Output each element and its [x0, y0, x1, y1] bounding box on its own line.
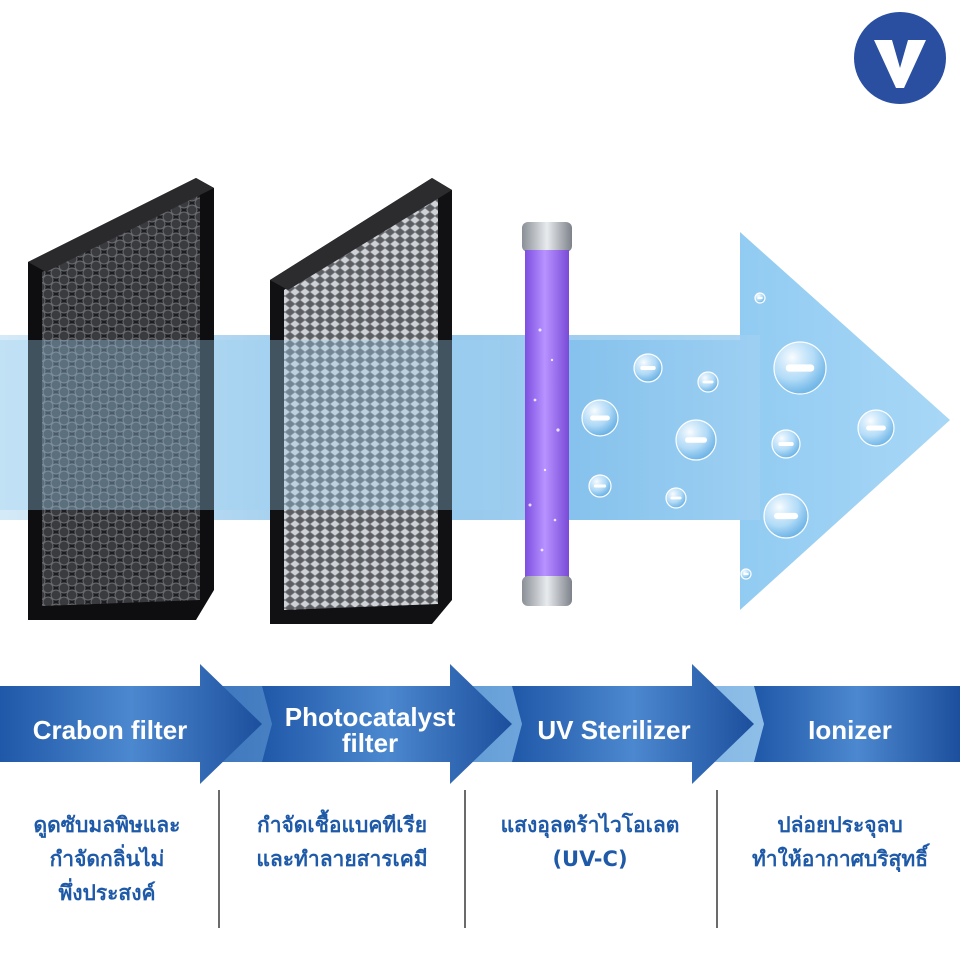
minus-icon: [685, 437, 707, 443]
divider-3: [716, 790, 718, 928]
ion-bubble: [763, 493, 809, 539]
ion-bubble: [754, 292, 766, 304]
negative-ions: [581, 292, 895, 580]
stage-label-ionizer: Ionizer: [808, 715, 892, 745]
minus-icon: [785, 364, 815, 372]
carbon-filter-panel: [28, 178, 214, 620]
photocatalyst-filter-panel: [270, 178, 452, 624]
ion-bubble: [773, 341, 827, 395]
filtration-illustration: [0, 178, 950, 624]
v-logo-icon: [854, 12, 946, 104]
band-chevron-3: [512, 664, 754, 784]
minus-icon: [773, 512, 799, 520]
minus-icon: [757, 297, 763, 299]
stage-desc-uv: แสงอุลตร้าไวโอเลต (UV-C): [500, 813, 680, 871]
stage-desc-carbon: ดูดซับมลพิษและ กำจัดกลิ่นไม่ พึ่งประสงค์: [33, 813, 181, 905]
ion-bubble: [857, 409, 895, 447]
divider-1: [218, 790, 220, 928]
minus-icon: [590, 415, 610, 421]
minus-icon: [702, 380, 714, 384]
ion-bubble: [588, 474, 612, 498]
stage-label-uv: UV Sterilizer: [537, 715, 691, 745]
uv-lamp: [522, 222, 572, 606]
minus-icon: [670, 496, 682, 500]
band-chevron-2: [262, 664, 512, 784]
ion-bubble: [633, 353, 663, 383]
process-band: [0, 664, 960, 784]
minus-icon: [640, 366, 656, 370]
ion-bubble: [697, 371, 719, 393]
divider-2: [464, 790, 466, 928]
ion-bubble: [771, 429, 801, 459]
ion-bubble: [581, 399, 619, 437]
minus-icon: [778, 442, 794, 446]
stage-label-photocatalyst: Photocatalyst filter: [284, 702, 456, 758]
stage-desc-ionizer: ปล่อยประจุลบ ทำให้อากาศบริสุทธิ์: [751, 813, 929, 871]
band-chevron-1: [0, 664, 262, 784]
ion-bubble: [740, 568, 752, 580]
minus-icon: [743, 573, 749, 575]
stage-label-carbon: Crabon filter: [32, 715, 188, 745]
minus-icon: [593, 484, 607, 488]
minus-icon: [866, 425, 886, 431]
ion-bubble: [665, 487, 687, 509]
stage-desc-photocatalyst: กำจัดเชื้อแบคทีเรีย และทำลายสารเคมี: [256, 813, 428, 871]
ion-bubble: [675, 419, 717, 461]
band-chevron-4: [754, 686, 960, 762]
